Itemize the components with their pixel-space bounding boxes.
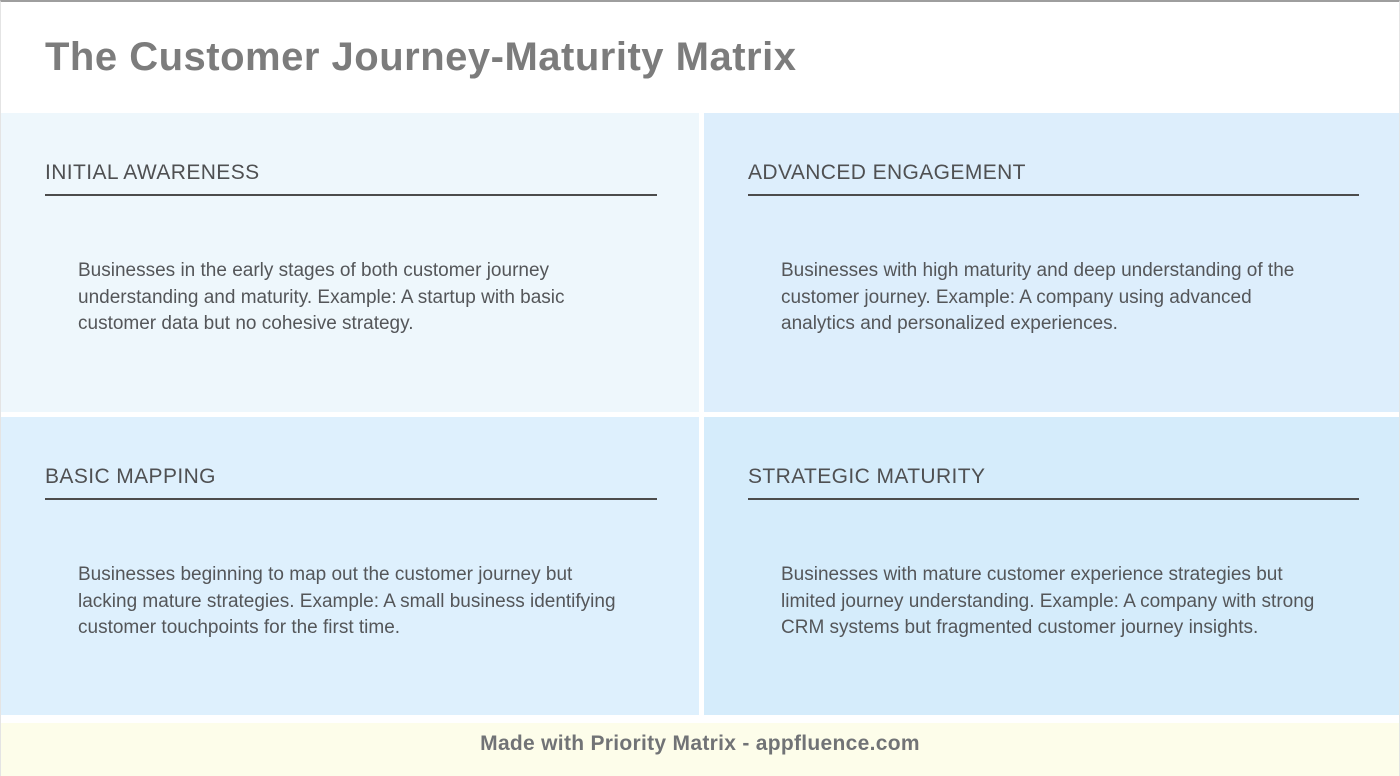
header: The Customer Journey-Maturity Matrix [1, 2, 1399, 113]
quadrant-description: Businesses beginning to map out the cust… [78, 564, 616, 638]
quadrant-strategic-maturity: STRATEGIC MATURITY Businesses with matur… [704, 417, 1399, 715]
footer-credit: Made with Priority Matrix - appfluence.c… [480, 732, 920, 755]
quadrant-title: BASIC MAPPING [45, 465, 216, 488]
quadrant-title: INITIAL AWARENESS [45, 161, 260, 184]
quadrant-description: Businesses with high maturity and deep u… [781, 260, 1295, 334]
quadrant-advanced-engagement: ADVANCED ENGAGEMENT Businesses with high… [704, 113, 1399, 412]
quadrant-title-underline [748, 498, 1359, 500]
quadrant-title: STRATEGIC MATURITY [748, 465, 986, 488]
quadrant-title-underline [748, 194, 1359, 196]
quadrant-basic-mapping: BASIC MAPPING Businesses beginning to ma… [1, 417, 699, 715]
quadrant-title-underline [45, 194, 657, 196]
quadrant-description: Businesses in the early stages of both c… [78, 260, 565, 334]
matrix-grid: INITIAL AWARENESS Businesses in the earl… [1, 113, 1399, 715]
quadrant-title-underline [45, 498, 657, 500]
quadrant-title: ADVANCED ENGAGEMENT [748, 161, 1026, 184]
page-title: The Customer Journey-Maturity Matrix [45, 35, 797, 79]
quadrant-description: Businesses with mature customer experien… [781, 564, 1315, 638]
footer-bar: Made with Priority Matrix - appfluence.c… [1, 723, 1399, 776]
quadrant-initial-awareness: INITIAL AWARENESS Businesses in the earl… [1, 113, 699, 412]
